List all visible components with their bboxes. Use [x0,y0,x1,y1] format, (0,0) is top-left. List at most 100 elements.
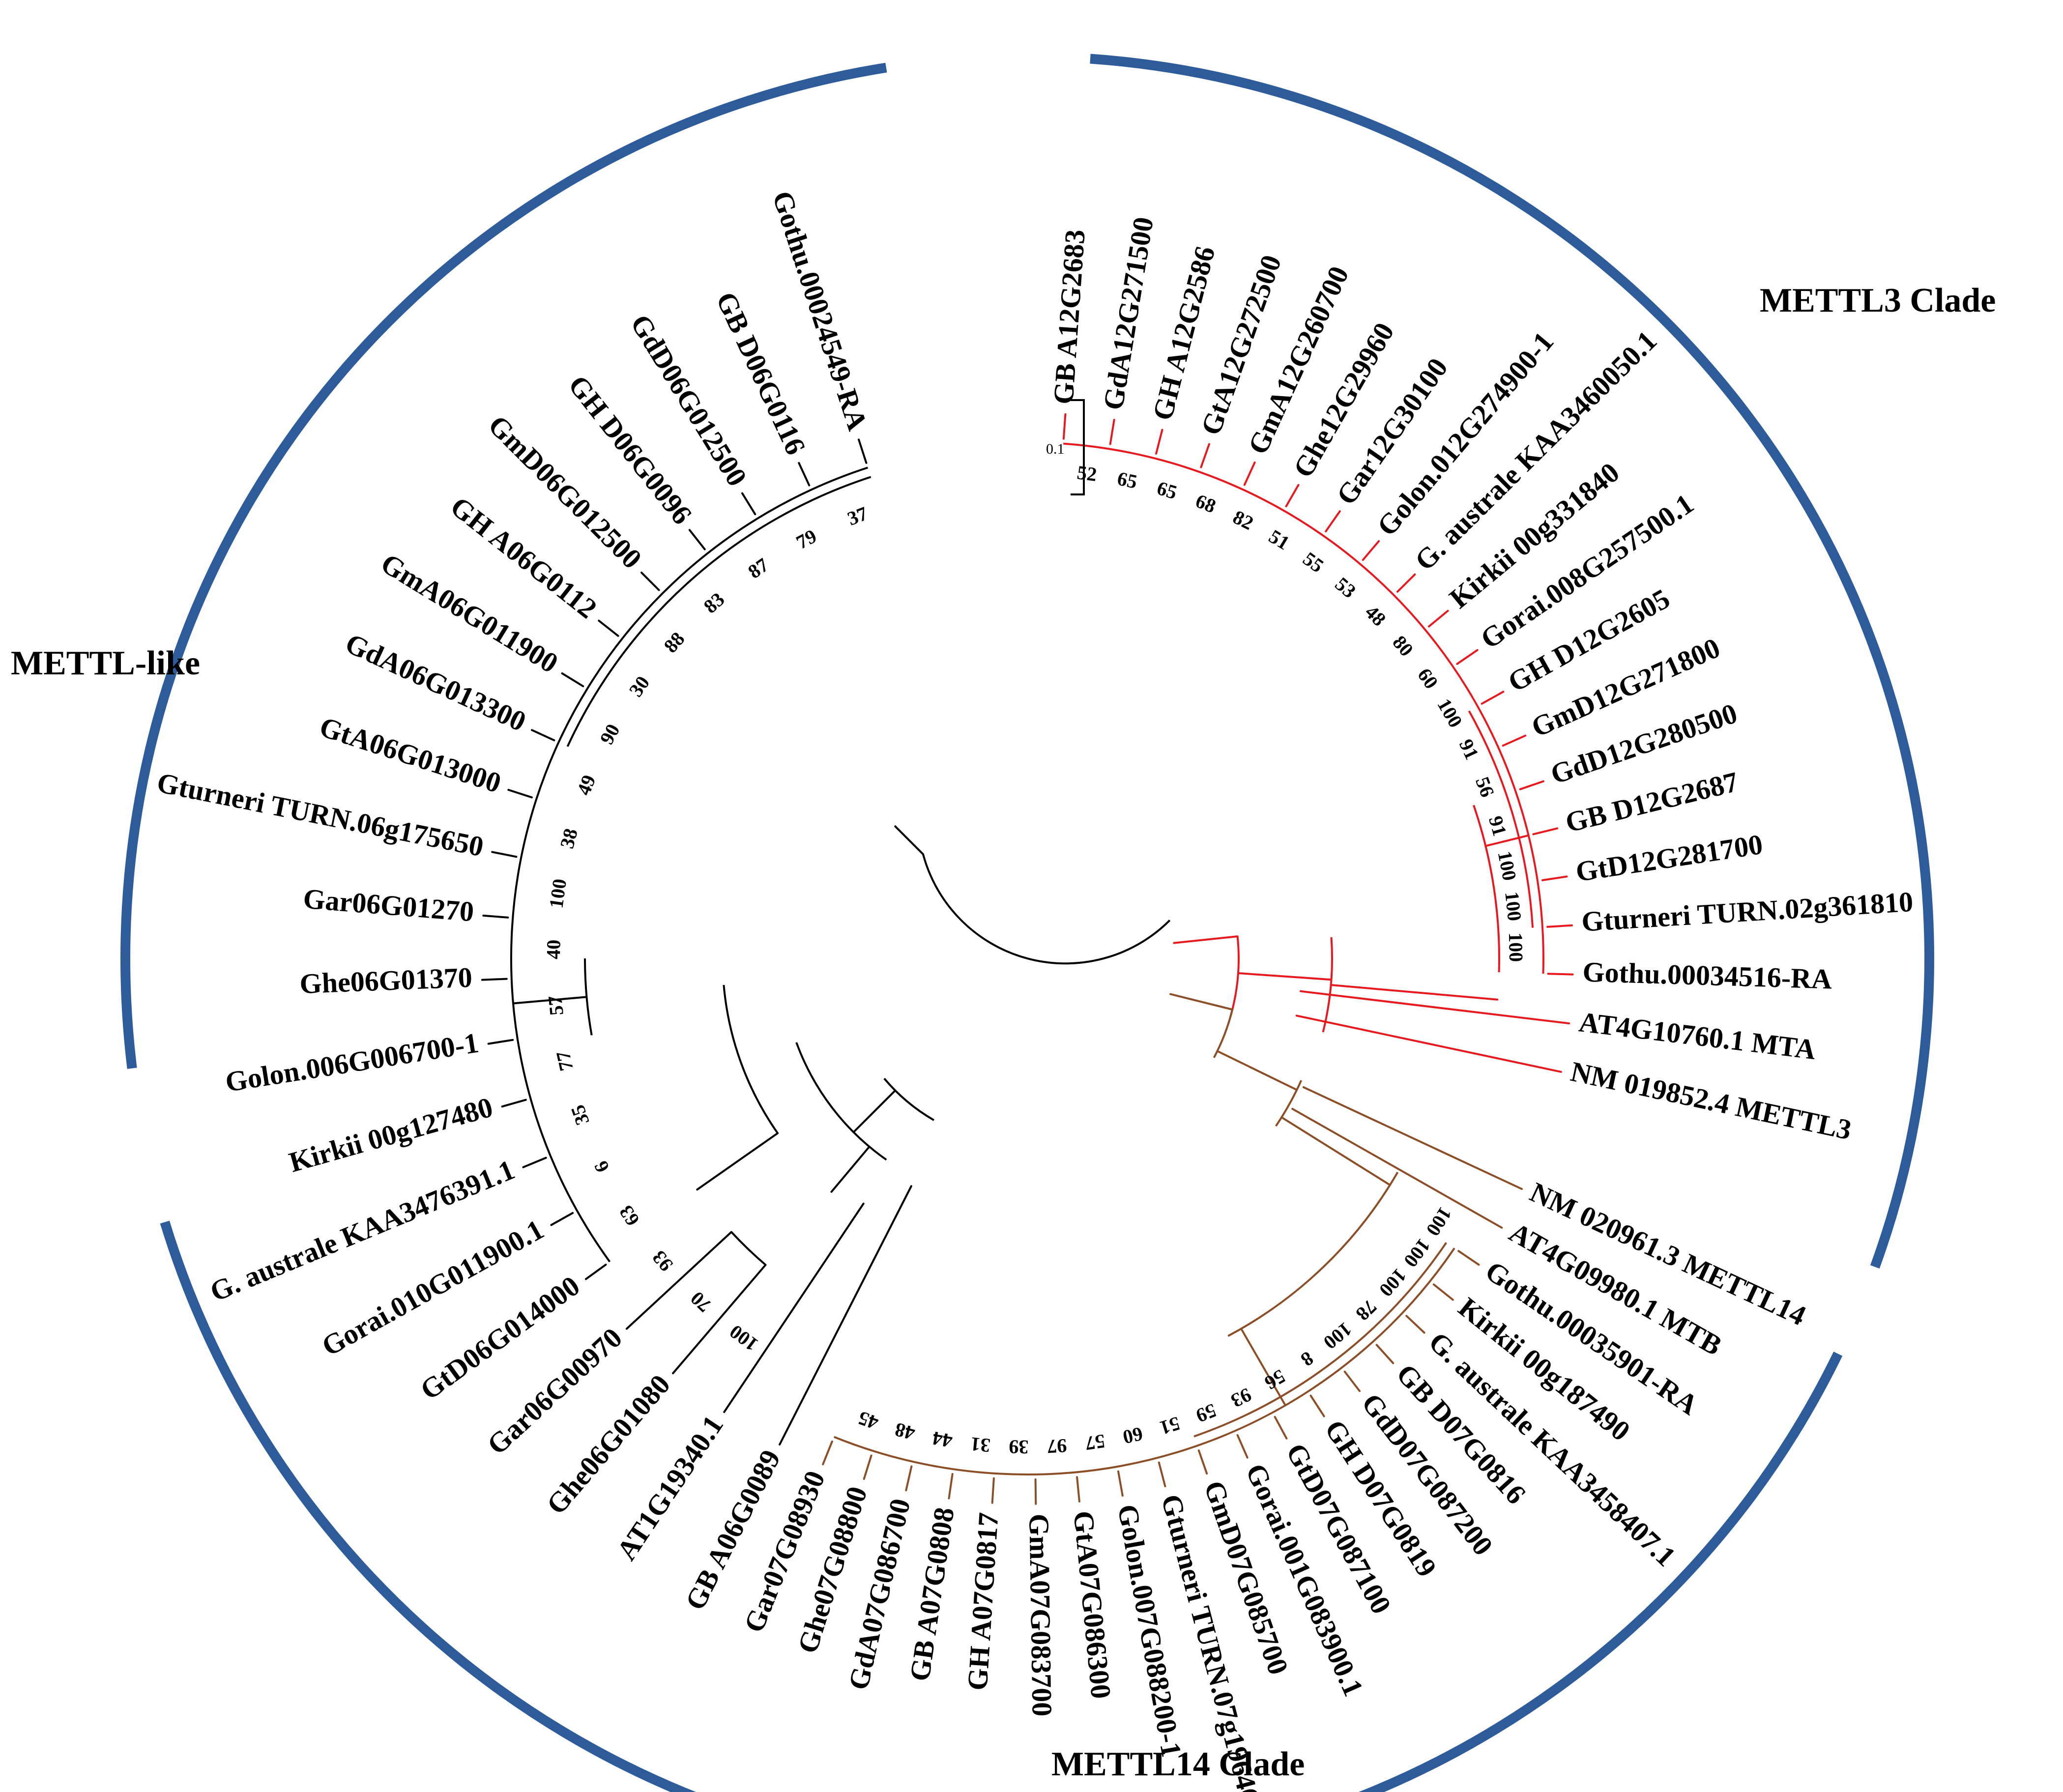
leaf-branch [779,1185,912,1445]
leaf-branch [1117,1470,1124,1497]
bootstrap-mettl_like: 70 [686,1287,716,1317]
leaf-branch [585,1264,607,1280]
leaf-branch [531,729,555,742]
leaf-branch [1197,1449,1208,1475]
bootstrap-mettl3: 60 [1413,664,1443,693]
leaf-branch [640,572,660,591]
clade-ring [120,54,1934,1792]
leaf-branch [1481,691,1505,705]
leaf-branch [561,672,584,688]
bootstrap-mettl_like: 40 [542,939,565,959]
leaf-label-mettl_like: G. australe KAA3476391.1 [205,1154,519,1308]
mettl3-subclade-arc [1468,710,1534,928]
mettl3-root-arc [1229,936,1240,1017]
mettl-like-internal-arc [723,984,779,1134]
clade-title-mettl14: METTL14 Clade [1051,1745,1305,1783]
leaf-branch [1375,1344,1395,1364]
leaf-branch [1405,1315,1425,1334]
leaf-branch [723,1202,865,1413]
leaf-label-mettl3: GtD12G281700 [1573,828,1765,888]
bootstrap-mettl_like: 93 [648,1246,677,1276]
leaf-branch [858,438,868,464]
mettl-like-stem3 [830,1146,871,1193]
mettl3-stem2 [1237,972,1333,981]
bootstrap-mettl3: 68 [1192,490,1219,518]
mettl3-internal-arc [1473,805,1501,973]
bootstrap-mettl14: 31 [969,1433,991,1457]
bootstrap-mettl14: 45 [855,1407,881,1434]
leaf-branch [1362,540,1380,561]
mettl-like-root-arc [883,1078,935,1121]
mettl14-backbone-arc [833,1247,1455,1475]
mettl3-stem [1330,984,1499,1001]
bootstrap-mettl3: 65 [1155,477,1180,504]
bootstrap-mettl_like: 37 [844,502,871,530]
leaf-label-mettl3: GB A12G2683 [1047,229,1091,405]
leaf-branch [1519,780,1544,790]
leaf-branch [1155,429,1163,455]
leaf-branch [1457,1250,1480,1266]
leaf-label-mettl_like: Ghe06G01370 [299,961,472,1000]
leaf-branch [1456,649,1479,665]
leaf-branch [1109,419,1115,445]
bootstrap-mettl_like: 87 [744,553,772,583]
mettl-like-pair-arc [730,1231,766,1266]
leaf-label-mettl3: GdA12G271500 [1097,215,1160,412]
bootstrap-mettl14: 60 [1121,1423,1145,1449]
leaf-branch [1546,924,1573,928]
mettl14-internal-arc2 [1275,1080,1303,1127]
leaf-label-mettl_like: Gar06G01270 [302,882,475,927]
mettl14-internal-arc [1227,1171,1399,1337]
bootstrap-mettl_like: 79 [792,525,820,553]
leaf-branch [550,1212,574,1226]
leaf-label-mettl3: Gothu.00034516-RA [1582,956,1832,995]
leaf-branch [1062,413,1067,440]
mettl14-stem2 [1280,1116,1391,1186]
leaf-branch [1396,573,1416,593]
scale-bar-label: 0.1 [1046,441,1065,457]
clade-ring-arc-2 [160,1220,1843,1792]
leaf-branch [487,1039,514,1045]
mettl3-internal [1484,834,1530,847]
bootstrap-mettl3: 100 [1505,932,1527,962]
leaf-branch [482,914,509,919]
bootstrap-mettl3: 91 [1484,813,1511,838]
bootstrap-mettl_like: 6 [589,1157,613,1176]
bootstrap-mettl14: 93 [1227,1384,1255,1412]
leaf-branch [1325,510,1341,533]
leaf-branch [491,851,518,858]
bootstrap-mettl14: 57 [1084,1430,1106,1455]
mettl3-backbone-arc [1063,442,1544,974]
bootstrap-mettl_like: 30 [625,672,654,701]
clade-title-mettl3: METTL3 Clade [1760,282,1996,319]
leaf-branch [1343,1370,1361,1392]
clade-ring-arc-3 [120,62,887,1069]
leaf-branch [672,1264,767,1375]
leaf-label-mettl14: GtA07G086300 [1068,1509,1117,1700]
leaf-branch [1076,1476,1080,1503]
bootstrap-mettl_like: 88 [659,628,689,657]
bootstrap-mettl3: 56 [1471,774,1499,800]
bootstrap-mettl_like: 77 [552,1049,578,1073]
leaf-branch [1432,1283,1454,1301]
bootstrap-mettl14: 78 [1352,1296,1381,1325]
bootstrap-mettl_like: 57 [544,995,568,1016]
bootstrap-mettl3: 100 [1433,694,1467,731]
mettl-like-stem2 [512,996,588,1005]
leaf-branch [1291,1108,1503,1229]
mettl-like-backbone-arc [510,466,869,1263]
leaf-branch [522,1156,547,1168]
root-arc [922,854,1171,965]
mettl-like-stem4 [852,1089,897,1133]
mettl14-stem3 [1216,1050,1298,1091]
leaf-branch [1541,875,1568,881]
leaf-label-mettl_like: Kirkii 00g127480 [286,1091,496,1178]
bootstrap-mettl3: 100 [1494,849,1521,882]
leaf-label-mettl_like: Golon.006G006700-1 [223,1027,481,1098]
mettl-like-stem [696,1132,779,1191]
mettl3-stem-arc [1322,937,1333,1033]
leaf-label-mettl3: NM 019852.4 METTL3 [1568,1055,1854,1146]
leaf-branch [1158,1461,1166,1487]
bootstrap-mettl14: 39 [1009,1436,1029,1458]
